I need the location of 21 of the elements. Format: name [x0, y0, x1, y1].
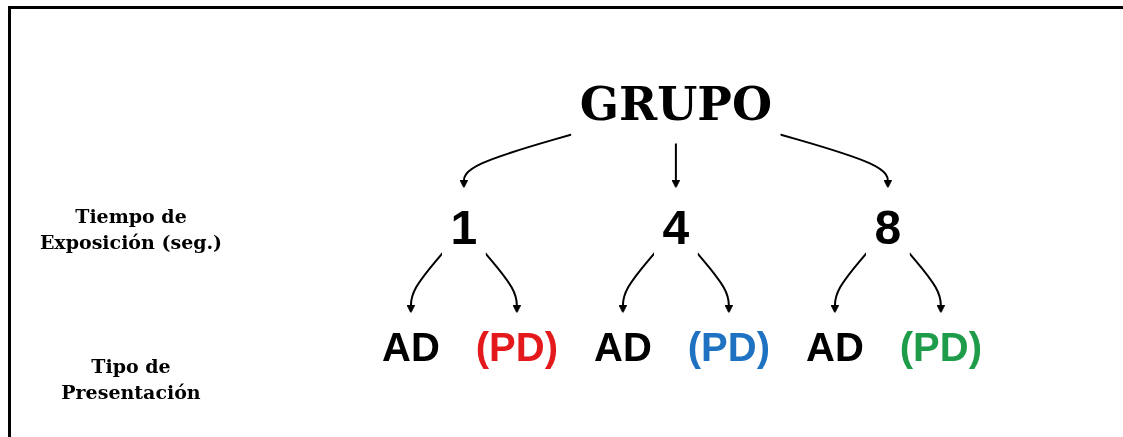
arrow: [484, 251, 522, 313]
node-text: AD: [806, 324, 864, 369]
arrow: [459, 132, 573, 188]
arrow: [696, 251, 734, 313]
arrow: [406, 251, 444, 313]
node-text: GRUPO: [579, 76, 773, 131]
node-text: 1: [450, 200, 478, 254]
node-text: (PD): [687, 324, 770, 369]
node-text: (PD): [899, 324, 982, 369]
node-text: 4: [662, 200, 690, 254]
node-text: AD: [594, 324, 652, 369]
row-label: Tiempo de Exposición (seg.): [38, 204, 224, 255]
arrow: [671, 141, 681, 188]
arrow: [618, 251, 656, 313]
arrow: [908, 251, 946, 313]
node-text: (PD): [475, 324, 558, 369]
arrow: [830, 251, 868, 313]
node-text: AD: [382, 324, 440, 369]
node-text: 8: [874, 200, 902, 254]
arrow: [779, 132, 893, 188]
row-label: Tipo de Presentación: [60, 354, 202, 405]
